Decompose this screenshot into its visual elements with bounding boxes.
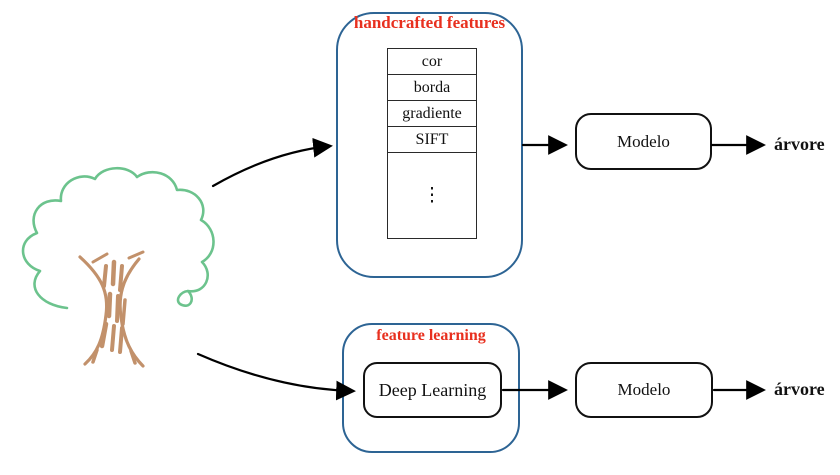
model-box-top: Modelo <box>575 113 712 170</box>
handcrafted-features-label: handcrafted features <box>353 13 506 32</box>
tree-sketch-icon <box>21 166 215 368</box>
arrow-tree-to-handcrafted <box>211 137 333 188</box>
deep-learning-box: Deep Learning <box>363 362 502 418</box>
output-label-top: árvore <box>774 134 825 154</box>
feature-row-gradiente: gradiente <box>388 101 476 127</box>
feature-ellipsis: ⋮ <box>422 185 442 206</box>
feature-table: cor borda gradiente SIFT ⋮ <box>387 48 477 239</box>
model-box-bottom: Modelo <box>575 362 713 418</box>
feature-row-cor: cor <box>388 49 476 75</box>
arrow-tree-to-deep-learning <box>196 352 356 401</box>
feature-row-borda: borda <box>388 75 476 101</box>
feature-row-sift: SIFT <box>388 127 476 153</box>
feature-learning-label: feature learning <box>376 327 486 344</box>
output-label-bottom: árvore <box>774 379 825 399</box>
